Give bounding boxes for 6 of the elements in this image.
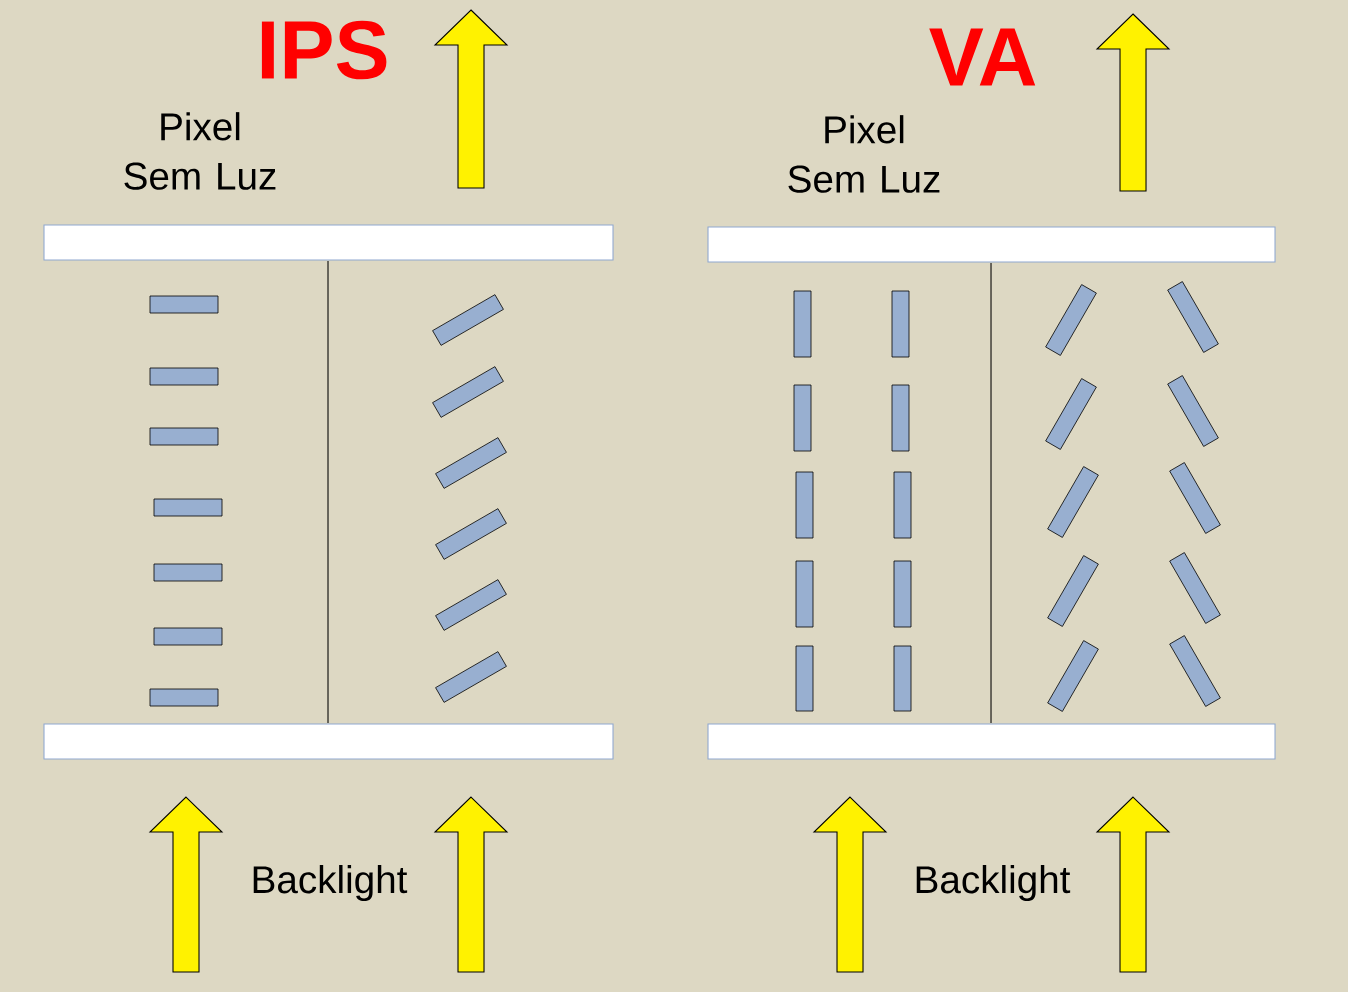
heading: VA	[929, 28, 1036, 86]
polarizer-plate	[43, 723, 614, 760]
heading: IPS	[261, 20, 387, 80]
polarizer-plate	[707, 226, 1276, 263]
polarizer-plate	[707, 723, 1276, 760]
polarizer-plate	[43, 224, 614, 261]
